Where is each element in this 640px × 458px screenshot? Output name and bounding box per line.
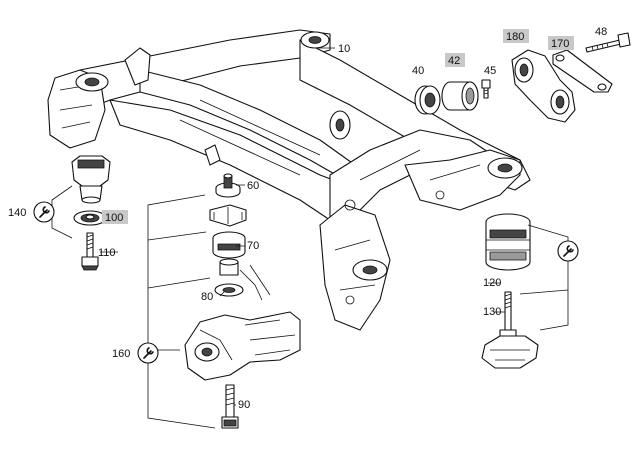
wrench-icon — [137, 342, 159, 364]
bracket-180[interactable] — [511, 49, 576, 123]
label-170: 170 — [551, 38, 569, 50]
wrench-icon — [33, 201, 55, 223]
label-box-170 — [548, 36, 574, 50]
screw-45[interactable] — [481, 79, 491, 99]
bolt-90[interactable] — [221, 384, 239, 429]
label-160: 160 — [112, 348, 130, 360]
strap-170[interactable] — [552, 49, 613, 93]
engine-mount-120[interactable] — [485, 213, 531, 271]
label-80: 80 — [201, 291, 213, 303]
label-130: 130 — [483, 306, 501, 318]
label-100: 100 — [105, 212, 123, 224]
bushing-clip-60[interactable] — [209, 204, 247, 227]
label-45: 45 — [484, 65, 496, 77]
bracket-right — [527, 224, 569, 331]
label-90: 90 — [238, 399, 250, 411]
wrench-icon — [557, 240, 579, 262]
axle-carrier-partial — [184, 264, 301, 381]
label-70: 70 — [247, 240, 259, 252]
bolt-110[interactable] — [81, 232, 99, 271]
label-110: 110 — [98, 247, 116, 259]
label-180: 180 — [506, 31, 524, 43]
label-60: 60 — [247, 180, 259, 192]
rubber-bushing-70[interactable] — [212, 231, 246, 259]
rubber-mount-100[interactable] — [71, 155, 111, 204]
bracket-plate-130[interactable] — [481, 335, 539, 369]
label-140: 140 — [8, 207, 26, 219]
washer-100[interactable] — [73, 210, 107, 226]
bolt-130[interactable] — [499, 291, 517, 339]
label-box-42 — [445, 53, 465, 67]
bracket-160 — [147, 194, 216, 429]
label-42: 42 — [448, 55, 460, 67]
bearing-40[interactable] — [414, 85, 441, 115]
label-box-100 — [102, 210, 128, 224]
label-10: 10 — [338, 43, 350, 55]
label-40: 40 — [412, 65, 424, 77]
bracket-140 — [51, 185, 73, 239]
washer-80[interactable] — [214, 258, 244, 297]
nut-60[interactable] — [215, 173, 241, 198]
sleeve-42[interactable] — [441, 81, 479, 111]
rear-subframe[interactable] — [47, 29, 531, 331]
label-box-180 — [503, 29, 529, 43]
bolt-48[interactable] — [585, 32, 631, 53]
label-48: 48 — [595, 26, 607, 38]
